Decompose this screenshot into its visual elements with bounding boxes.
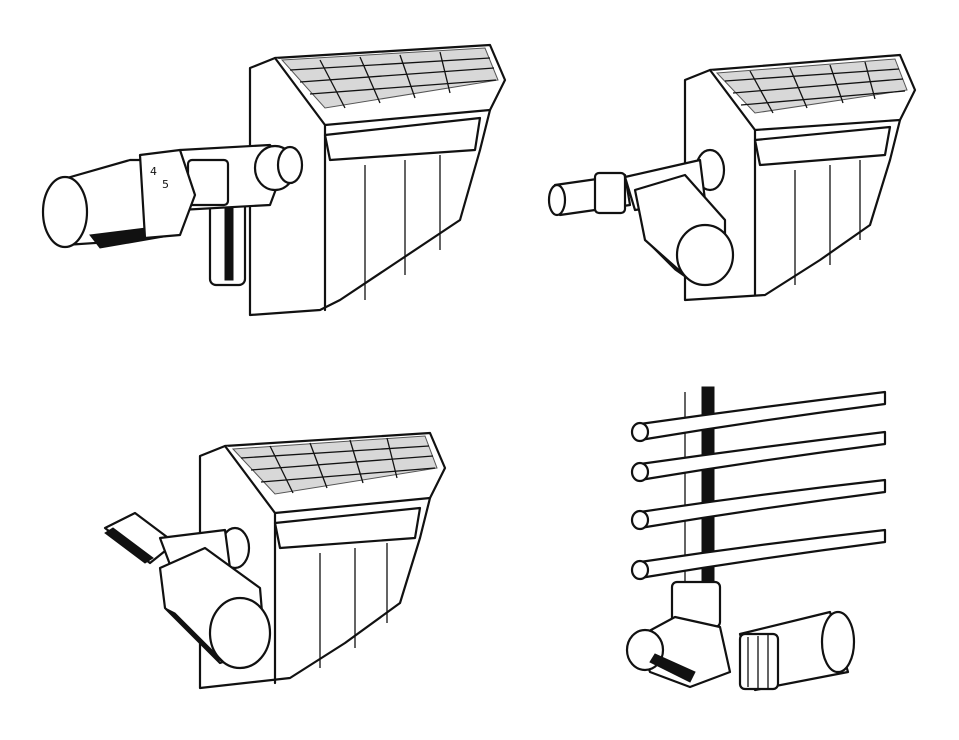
radiator-top-grille	[715, 58, 908, 114]
valve-assembly	[625, 580, 732, 689]
radiator-angled-left-valve-drawing	[103, 431, 447, 690]
thermostatic-head	[158, 546, 272, 670]
dial-mark-4: 4	[150, 165, 157, 178]
thermostatic-head	[738, 610, 856, 692]
illustration-panel-3	[65, 378, 540, 733]
illustration-panel-2	[535, 15, 950, 333]
radiator-angled-down-valve-drawing	[547, 53, 917, 302]
thermostatic-head: 4 5	[41, 148, 197, 249]
illustration-panel-4	[590, 372, 920, 732]
radiator-top-grille	[231, 435, 438, 495]
thermostatic-head	[633, 173, 735, 287]
towel-rail-bars	[630, 390, 887, 581]
radiator-horizontal-valve-drawing: 4 5	[41, 43, 507, 317]
illustration-panel-1: 4 5	[20, 0, 528, 345]
towel-rail-valve-drawing	[625, 386, 887, 692]
dial-mark-5: 5	[162, 178, 169, 191]
valve-assembly	[178, 143, 304, 287]
radiator-top-grille	[280, 47, 499, 109]
